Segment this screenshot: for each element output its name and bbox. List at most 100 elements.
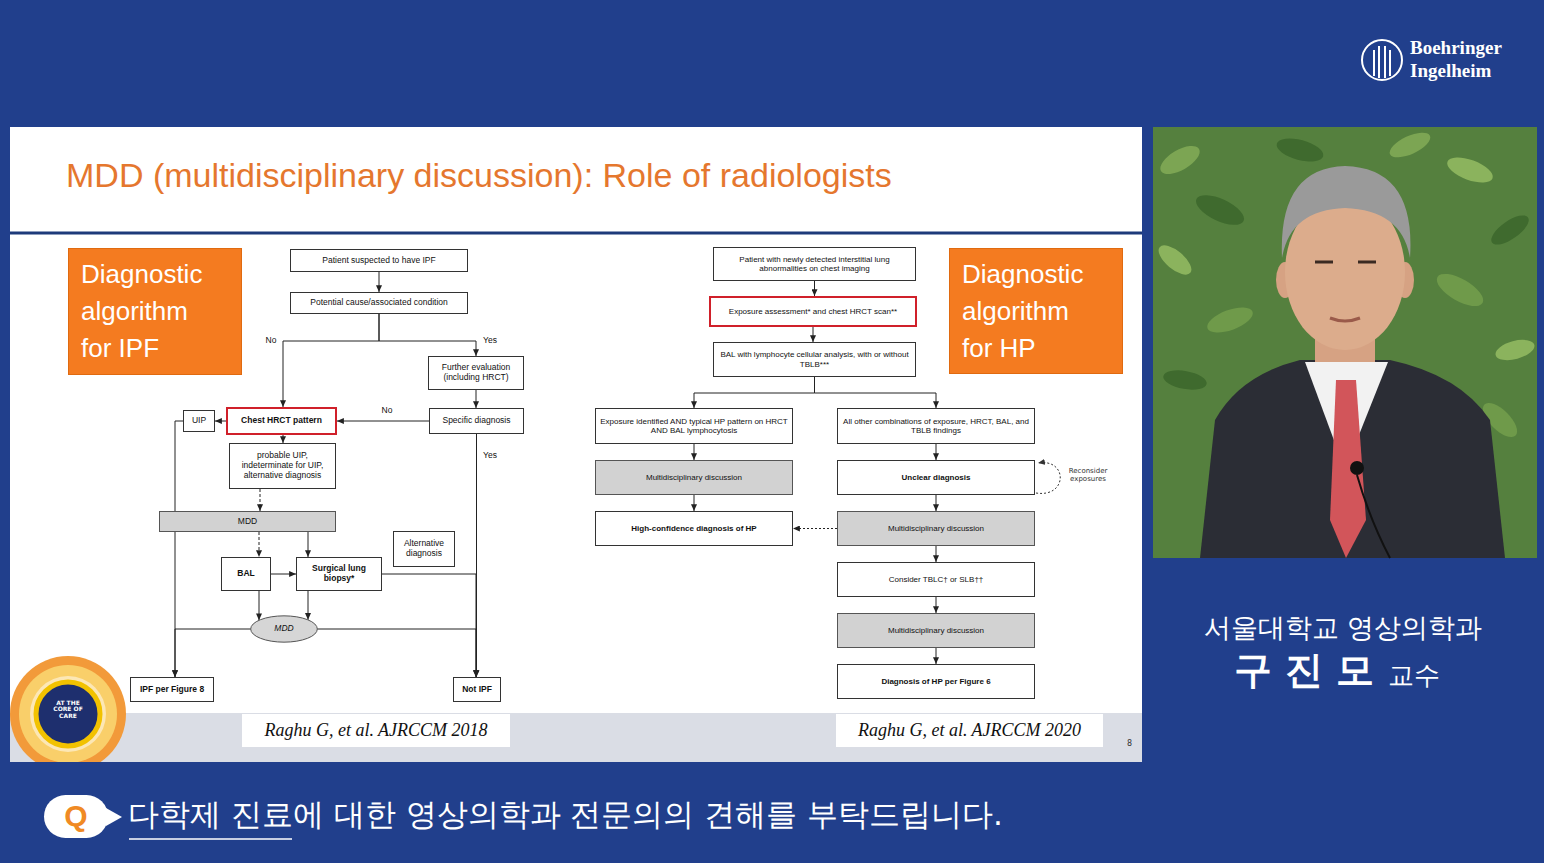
node-text: Specific diagnosis	[442, 416, 510, 426]
node-text: High-confidence diagnosis of HP	[631, 524, 756, 533]
brand-icon	[1362, 40, 1402, 80]
node-text: UIP	[192, 416, 206, 426]
node-text: Raghu G, et al. AJRCCM 2020	[858, 720, 1081, 741]
node-text: Diagnostic algorithm for HP	[962, 256, 1096, 367]
node-text: Patient with newly detected interstitial…	[718, 255, 911, 273]
process-box: Surgical lung biopsy*	[296, 557, 382, 591]
heading-box: Diagnostic algorithm for IPF	[68, 248, 242, 375]
node-text: Surgical lung biopsy*	[301, 564, 377, 584]
process-box: Diagnosis of HP per Figure 6	[837, 664, 1035, 699]
flow-connector	[271, 574, 296, 575]
flow-connector	[815, 377, 937, 408]
reference-band	[10, 713, 1142, 762]
process-box: Patient suspected to have IPF	[290, 249, 468, 272]
branch-label: No	[265, 336, 278, 345]
flow-connector	[694, 444, 695, 460]
branch-label: Yes	[482, 451, 498, 460]
node-text: All other combinations of exposure, HRCT…	[842, 417, 1030, 435]
process-box: probable UIP, indeterminate for UIP, alt…	[229, 443, 336, 489]
discussion-box: MDD	[159, 511, 336, 532]
presenter-video	[1153, 127, 1537, 558]
flow-connector	[175, 421, 183, 677]
discussion-box: Multidisciplinary discussion	[837, 613, 1035, 648]
flow-connector	[317, 629, 476, 677]
process-box: Patient with newly detected interstitial…	[713, 247, 916, 281]
process-box: BAL with lymphocyte cellular analysis, w…	[713, 342, 916, 377]
flow-connector	[379, 314, 476, 356]
node-text: Consider TBLC† or SLB††	[889, 575, 984, 584]
process-box: BAL	[221, 557, 271, 591]
process-box: Specific diagnosis	[429, 408, 524, 434]
heading-box: Diagnostic algorithm for HP	[949, 248, 1123, 374]
flow-connector	[260, 489, 261, 511]
process-box: Not IPF	[453, 677, 501, 702]
flow-connector	[813, 327, 814, 342]
brand-name: Boehringer	[1410, 37, 1502, 60]
node-text: Not IPF	[462, 685, 492, 695]
discussion-box: Multidisciplinary discussion	[595, 460, 793, 495]
discussion-box: Multidisciplinary discussion	[837, 511, 1035, 546]
speaker-name: 구 진 모	[1234, 648, 1374, 694]
slide-title: MDD (multidisciplinary discussion): Role…	[66, 155, 892, 196]
text-underline	[129, 838, 292, 840]
node-text: probable UIP, indeterminate for UIP, alt…	[234, 451, 331, 480]
flow-connector	[379, 272, 380, 292]
process-box: Consider TBLC† or SLB††	[837, 562, 1035, 597]
process-box: Further evaluation (including HRCT)	[428, 356, 524, 390]
flow-connector	[694, 377, 815, 408]
node-text: Patient suspected to have IPF	[322, 256, 435, 266]
process-box: High-confidence diagnosis of HP	[595, 511, 793, 546]
node-text: Diagnosis of HP per Figure 6	[881, 677, 990, 686]
flow-connector	[936, 546, 937, 562]
mdd-ellipse: MDD	[250, 615, 318, 643]
process-box: Unclear diagnosis	[837, 460, 1035, 495]
reference-box: Raghu G, et al. AJRCCM 2018	[242, 714, 510, 747]
flow-connector	[936, 495, 937, 511]
speaker-affiliation: 서울대학교 영상의학과	[1163, 612, 1523, 644]
process-box: IPF per Figure 8	[130, 677, 214, 702]
bubble-tail	[106, 808, 122, 826]
process-box: UIP	[183, 410, 215, 432]
flow-connector	[936, 597, 937, 613]
flow-connector	[814, 281, 815, 296]
reference-box: Raghu G, et al. AJRCCM 2020	[836, 714, 1103, 747]
node-text: Potential cause/associated condition	[310, 298, 448, 308]
flow-connector	[936, 444, 937, 460]
flow-connector	[337, 421, 429, 422]
logo-text: AT THE CORE OF CARE	[50, 700, 86, 719]
node-text: Multidisciplinary discussion	[888, 626, 984, 635]
flow-connector	[694, 495, 695, 511]
node-text: Diagnostic algorithm for IPF	[81, 256, 215, 367]
flow-connector	[793, 528, 837, 529]
flow-connector	[175, 629, 251, 677]
process-box: Exposure identified AND typical HP patte…	[595, 408, 793, 444]
node-text: Raghu G, et al. AJRCCM 2018	[264, 720, 487, 741]
flow-connector	[936, 648, 937, 664]
process-box: Potential cause/associated condition	[290, 292, 468, 314]
node-text: Chest HRCT pattern	[241, 416, 322, 426]
node-text: Multidisciplinary discussion	[888, 524, 984, 533]
node-text: Further evaluation (including HRCT)	[433, 363, 519, 383]
flow-connector	[259, 591, 260, 620]
node-text: Q	[64, 799, 87, 834]
speaker-title: 교수	[1388, 660, 1440, 691]
highlighted-box: Exposure assessment* and chest HRCT scan…	[709, 296, 917, 327]
title-rule	[10, 232, 1142, 235]
flow-connector	[476, 390, 477, 408]
node-text: Alternative diagnosis	[398, 539, 450, 559]
process-box: Alternative diagnosis	[393, 531, 455, 567]
flow-connector	[382, 574, 476, 677]
flow-connector	[283, 435, 284, 443]
node-text: Multidisciplinary discussion	[646, 473, 742, 482]
reconsider-loop	[1036, 463, 1060, 494]
node-text: IPF per Figure 8	[140, 685, 204, 695]
care-logo	[10, 656, 126, 762]
brand-name: Ingelheim	[1410, 60, 1491, 83]
flow-connector	[215, 421, 226, 422]
highlighted-box: Chest HRCT pattern	[226, 407, 337, 435]
branch-label: Yes	[482, 336, 498, 345]
process-box: All other combinations of exposure, HRCT…	[837, 408, 1035, 444]
loop-note: Reconsider exposures	[1064, 467, 1112, 484]
node-text: Exposure identified AND typical HP patte…	[600, 417, 788, 435]
flow-connector	[283, 314, 379, 407]
